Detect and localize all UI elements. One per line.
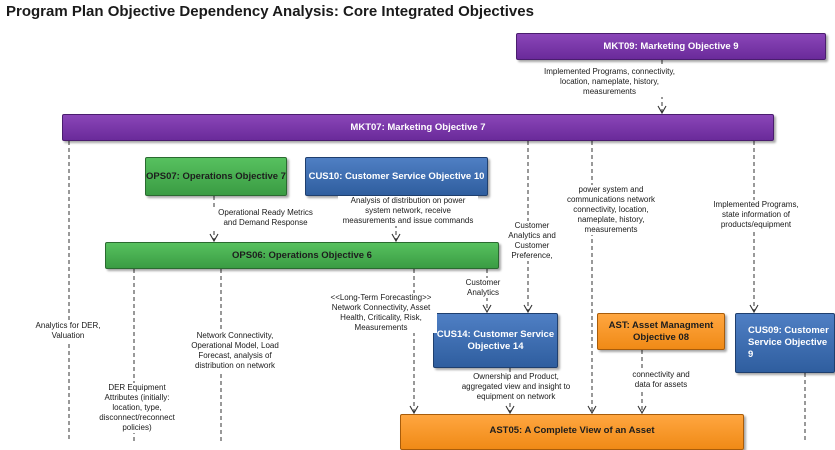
label-connectivity-assets: connectivity and data for assets — [626, 370, 696, 390]
node-ast05[interactable]: AST05: A Complete View of an Asset — [400, 414, 744, 450]
node-ops06[interactable]: OPS06: Operations Objective 6 — [105, 242, 499, 269]
node-mkt09[interactable]: MKT09: Marketing Objective 9 — [516, 33, 826, 60]
diagram-title: Program Plan Objective Dependency Analys… — [6, 3, 534, 20]
label-ownership: Ownership and Product, aggregated view a… — [455, 372, 577, 402]
node-mkt07[interactable]: MKT07: Marketing Objective 7 — [62, 114, 774, 141]
label-power-system: power system and communications network … — [563, 185, 659, 235]
node-cus10[interactable]: CUS10: Customer Service Objective 10 — [305, 157, 488, 196]
label-ops07-ops06: Operational Ready Metrics and Demand Res… — [212, 208, 319, 228]
label-cus10-ops06: Analysis of distribution on power system… — [338, 196, 478, 226]
node-ops07[interactable]: OPS07: Operations Objective 7 — [145, 157, 287, 196]
label-analytics-der: Analytics for DER, Valuation — [33, 321, 103, 341]
label-mkt09-mkt07: Implemented Programs, connectivity, loca… — [537, 67, 682, 97]
label-customer-analytics: Customer Analytics — [461, 278, 505, 298]
label-der-equipment: DER Equipment Attributes (initially: loc… — [92, 383, 182, 433]
label-cus-analytics-pref: Customer Analytics and Customer Preferen… — [506, 221, 558, 261]
label-network-connectivity: Network Connectivity, Operational Model,… — [184, 331, 286, 371]
label-long-term: <<Long-Term Forecasting>> Network Connec… — [325, 293, 437, 333]
node-cus09[interactable]: CUS09: Customer Service Objective 9 — [735, 313, 835, 373]
label-implemented-programs: Implemented Programs, state information … — [712, 200, 800, 230]
node-ast08[interactable]: AST: Asset Managment Objective 08 — [597, 313, 725, 350]
node-cus14[interactable]: CUS14: Customer Service Objective 14 — [433, 313, 558, 368]
